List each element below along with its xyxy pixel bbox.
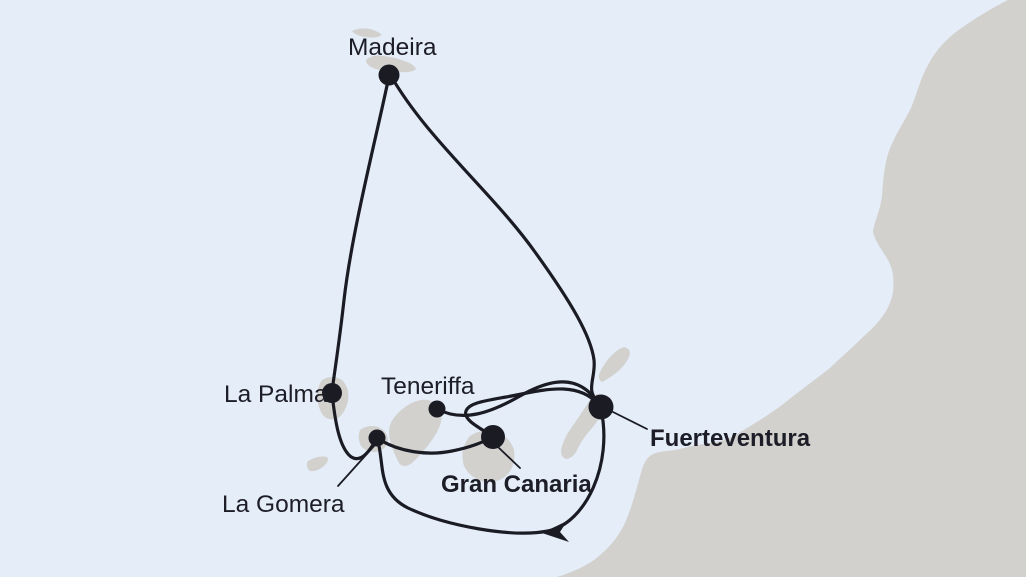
island-porto-santo <box>352 28 382 38</box>
route-madeira-la-palma <box>330 74 391 394</box>
route-madeira-fuerteventura <box>389 74 600 404</box>
island-lanzarote <box>598 347 630 382</box>
port-label-la-palma: La Palma <box>224 381 328 408</box>
route-southern-loop <box>375 407 606 535</box>
island-el-hierro <box>306 456 328 472</box>
port-dot-la-palma <box>322 383 342 403</box>
port-label-la-gomera: La Gomera <box>222 491 345 518</box>
port-dot-madeira <box>378 64 400 86</box>
port-dot-fuerteventura <box>588 394 614 420</box>
route-la-palma-la-gomera <box>330 391 379 461</box>
port-dot-teneriffa <box>428 400 446 418</box>
port-label-teneriffa: Teneriffa <box>381 373 475 400</box>
island-madeira <box>366 55 416 73</box>
port-dot-la-gomera <box>368 429 386 447</box>
port-label-madeira: Madeira <box>348 34 437 61</box>
route-gran-canaria-fuerteventura <box>464 387 601 439</box>
port-label-gran-canaria: Gran Canaria <box>441 471 592 498</box>
africa-coastline <box>557 0 1026 577</box>
leader-la-gomera <box>337 445 375 487</box>
port-dot-gran-canaria <box>481 425 505 449</box>
direction-arrow-icon <box>542 521 569 542</box>
leader-fuerteventura <box>612 411 648 430</box>
port-label-fuerteventura: Fuerteventura <box>650 425 811 452</box>
leader-gran-canaria <box>497 446 521 469</box>
route-teneriffa-fuerteventura <box>435 380 600 417</box>
